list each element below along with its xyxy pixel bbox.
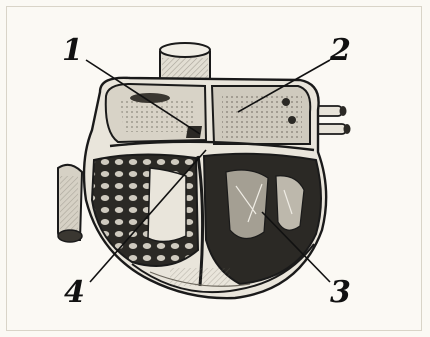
label-1: 1 xyxy=(62,36,83,66)
left-atrium xyxy=(212,86,310,144)
label-2: 2 xyxy=(330,36,351,66)
right-atrium xyxy=(106,84,206,142)
right-ventricle xyxy=(92,154,198,266)
label-3: 3 xyxy=(330,278,351,308)
label-4: 4 xyxy=(64,278,85,308)
vena-cava xyxy=(58,165,82,242)
